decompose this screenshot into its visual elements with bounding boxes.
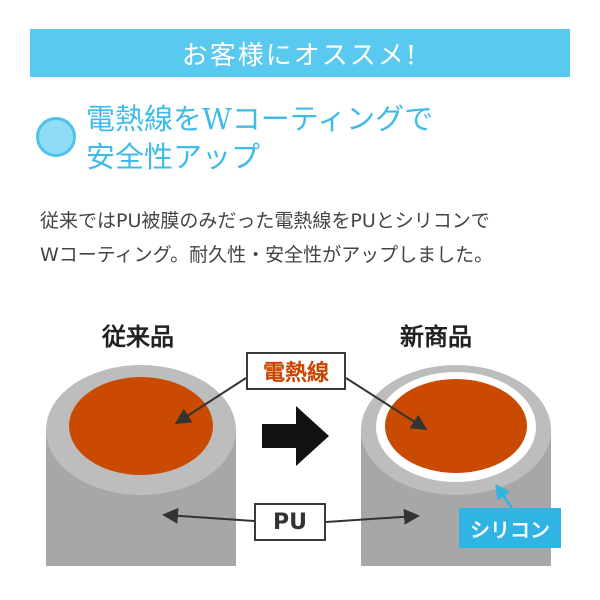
- silicone-label: シリコン: [459, 508, 561, 548]
- pu-pointer-right: [325, 508, 420, 525]
- arrow-right-icon: [262, 406, 329, 466]
- circle-bullet-icon: [36, 117, 76, 157]
- silicone-pointer: [495, 483, 514, 509]
- new-product-label: 新商品: [400, 323, 472, 351]
- heading-line-1: 電熱線をWコーティングで: [86, 102, 434, 136]
- feature-heading: 電熱線をWコーティングで 安全性アップ: [86, 100, 566, 176]
- wire-label: 電熱線: [246, 352, 346, 390]
- new-cable-wire: [385, 379, 527, 473]
- description-line-1: 従来ではPU被膜のみだった電熱線をPUとシリコンで: [40, 210, 490, 232]
- pu-label: PU: [254, 503, 326, 541]
- wire-pointer-left: [174, 377, 247, 425]
- recommend-banner: お客様にオススメ!: [30, 29, 570, 77]
- old-cable: [46, 365, 236, 566]
- banner-title: お客様にオススメ!: [181, 40, 419, 71]
- description-line-2: Wコーティング。耐久性・安全性がアップしました。: [40, 244, 494, 266]
- wire-pointer-right: [345, 377, 428, 431]
- old-cable-wire: [69, 377, 213, 475]
- feature-description: 従来ではPU被膜のみだった電熱線をPUとシリコンで Wコーティング。耐久性・安全…: [40, 204, 570, 272]
- pu-pointer-left: [162, 507, 255, 524]
- old-product-label: 従来品: [102, 323, 174, 351]
- heading-line-2: 安全性アップ: [86, 140, 261, 174]
